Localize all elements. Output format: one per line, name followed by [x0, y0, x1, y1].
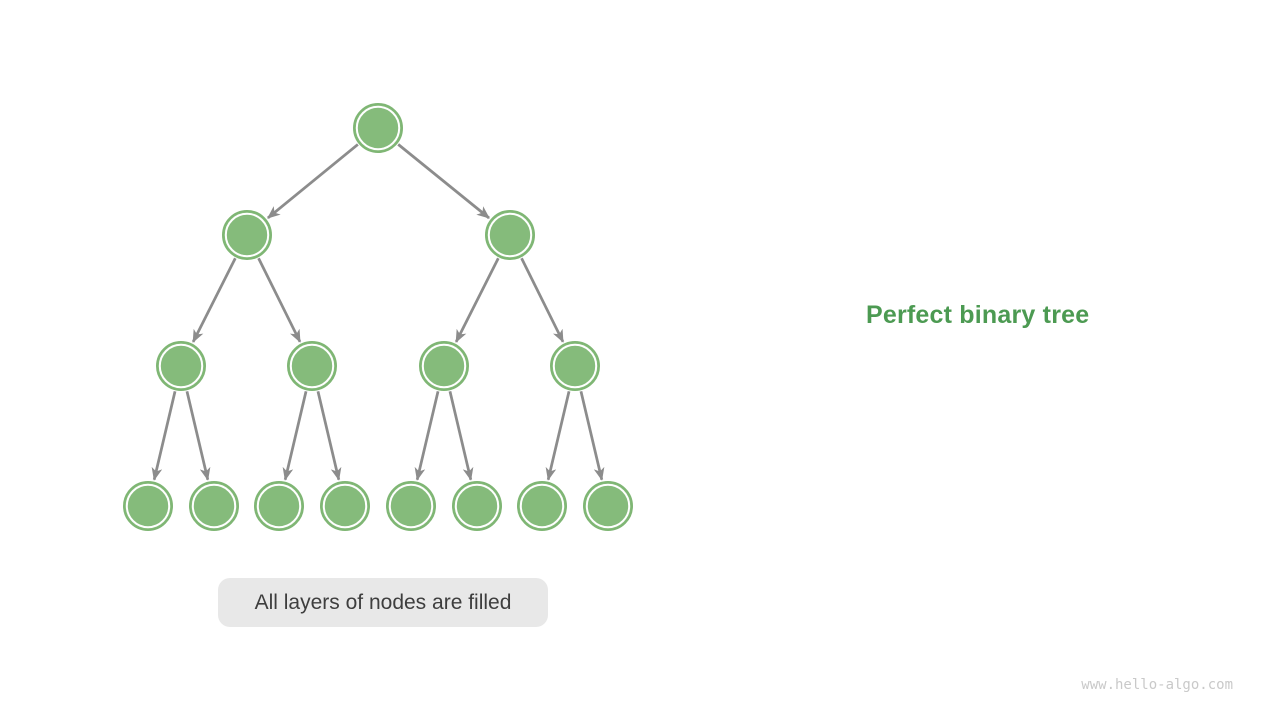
tree-node-l3-1	[189, 481, 239, 531]
tree-edge	[191, 257, 237, 343]
tree-edge	[257, 257, 302, 343]
tree-edge	[151, 390, 177, 481]
tree-edge	[520, 257, 565, 343]
tree-node-l3-7	[583, 481, 633, 531]
tree-node-l2-0	[156, 341, 206, 391]
tree-node-l3-5	[452, 481, 502, 531]
tree-node-l2-3	[550, 341, 600, 391]
tree-edge	[545, 390, 571, 481]
tree-node-l3-4	[386, 481, 436, 531]
tree-node-l2-1	[287, 341, 337, 391]
caption-text: All layers of nodes are filled	[254, 590, 512, 614]
tree-node-root	[353, 103, 403, 153]
tree-node-l1-1	[485, 210, 535, 260]
tree-edge	[185, 390, 211, 481]
tree-edge	[448, 390, 474, 481]
tree-node-l3-0	[123, 481, 173, 531]
tree-node-l2-2	[419, 341, 469, 391]
tree-edge	[316, 390, 342, 481]
tree-node-l1-0	[222, 210, 272, 260]
tree-edge	[282, 390, 308, 481]
tree-edge	[414, 390, 440, 481]
tree-node-l3-2	[254, 481, 304, 531]
tree-node-l3-6	[517, 481, 567, 531]
watermark-text: www.hello-algo.com	[1081, 677, 1233, 693]
tree-edge	[397, 143, 490, 220]
tree-edge	[579, 390, 605, 481]
diagram-title: Perfect binary tree	[866, 301, 1090, 329]
tree-node-l3-3	[320, 481, 370, 531]
tree-edge	[454, 257, 500, 343]
caption-pill: All layers of nodes are filled	[218, 578, 548, 627]
tree-edge	[267, 143, 359, 219]
